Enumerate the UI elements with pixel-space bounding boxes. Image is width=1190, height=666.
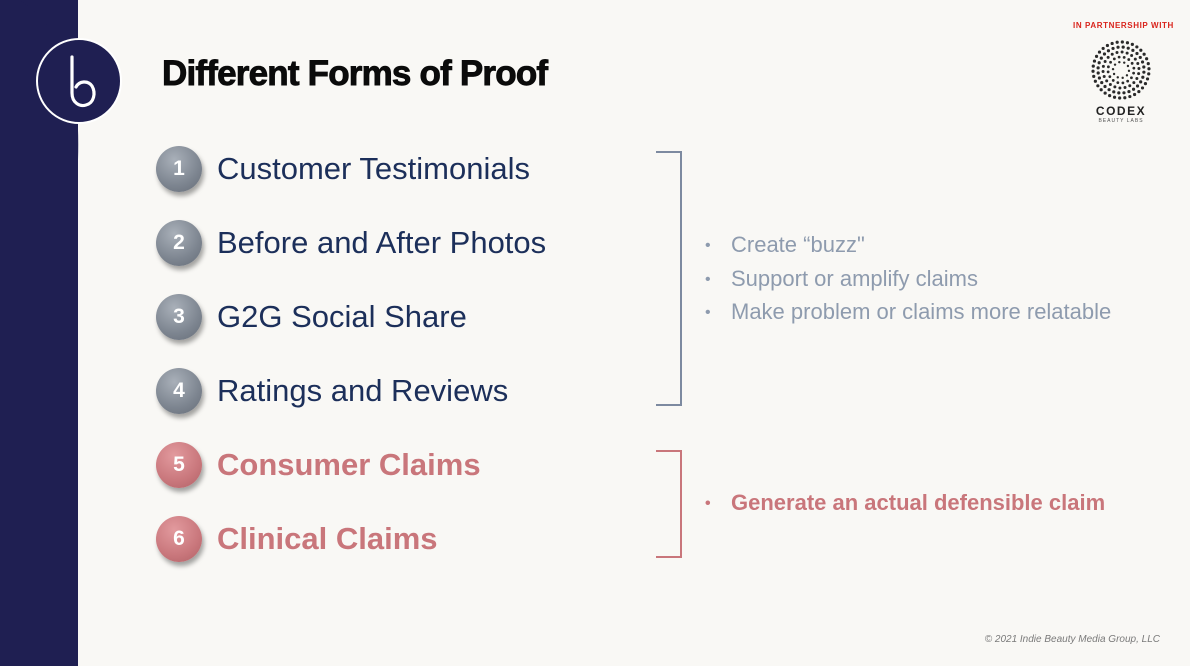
proof-item-2: 2 Before and After Photos bbox=[156, 219, 546, 267]
proof-item-label: Customer Testimonials bbox=[217, 151, 530, 186]
number-badge: 4 bbox=[156, 368, 202, 414]
bullet-list-group-2: • Generate an actual defensible claim bbox=[705, 487, 1105, 521]
codex-dotted-circle-icon bbox=[1091, 40, 1151, 100]
proof-item-1: 1 Customer Testimonials bbox=[156, 145, 530, 193]
bullet-text: Create “buzz" bbox=[731, 232, 865, 257]
bullet-glyph: • bbox=[705, 237, 711, 254]
bullet-text: Generate an actual defensible claim bbox=[731, 490, 1106, 515]
number-badge: 6 bbox=[156, 516, 202, 562]
copyright-footer: © 2021 Indie Beauty Media Group, LLC bbox=[984, 634, 1160, 645]
slide-title: Different Forms of Proof bbox=[162, 54, 549, 94]
bullet-glyph: • bbox=[705, 495, 711, 512]
number-badge: 1 bbox=[156, 146, 202, 192]
bullet-item: • Support or amplify claims bbox=[705, 263, 1111, 297]
partner-name: CODEX bbox=[1095, 104, 1147, 118]
proof-item-6: 6 Clinical Claims bbox=[156, 515, 438, 563]
partner-subtitle: BEAUTY LABS bbox=[1098, 118, 1144, 124]
proof-item-label: Ratings and Reviews bbox=[217, 373, 509, 408]
proof-item-5: 5 Consumer Claims bbox=[156, 441, 481, 489]
proof-item-label: G2G Social Share bbox=[217, 299, 467, 334]
bullet-item: • Create “buzz" bbox=[705, 229, 1111, 263]
bracket-group-2 bbox=[656, 450, 682, 558]
bullet-item: • Make problem or claims more relatable bbox=[705, 296, 1111, 330]
number-badge: 3 bbox=[156, 294, 202, 340]
beauty-b-logo-icon bbox=[36, 38, 122, 124]
bracket-group-1 bbox=[656, 151, 682, 406]
proof-item-label: Before and After Photos bbox=[217, 225, 547, 260]
bullet-glyph: • bbox=[705, 304, 711, 321]
bullet-list-group-1: • Create “buzz" • Support or amplify claim… bbox=[705, 229, 1111, 330]
bullet-text: Make problem or claims more relatable bbox=[731, 299, 1112, 324]
partner-label: IN PARTNERSHIP WITH bbox=[1073, 21, 1174, 30]
bullet-item: • Generate an actual defensible claim bbox=[705, 487, 1105, 521]
proof-item-4: 4 Ratings and Reviews bbox=[156, 367, 508, 415]
proof-item-3: 3 G2G Social Share bbox=[156, 293, 467, 341]
bullet-text: Support or amplify claims bbox=[731, 265, 978, 291]
proof-item-label: Clinical Claims bbox=[217, 521, 438, 556]
bullet-glyph: • bbox=[705, 270, 711, 288]
number-badge: 2 bbox=[156, 220, 202, 266]
number-badge: 5 bbox=[156, 442, 202, 488]
proof-item-label: Consumer Claims bbox=[217, 447, 481, 482]
